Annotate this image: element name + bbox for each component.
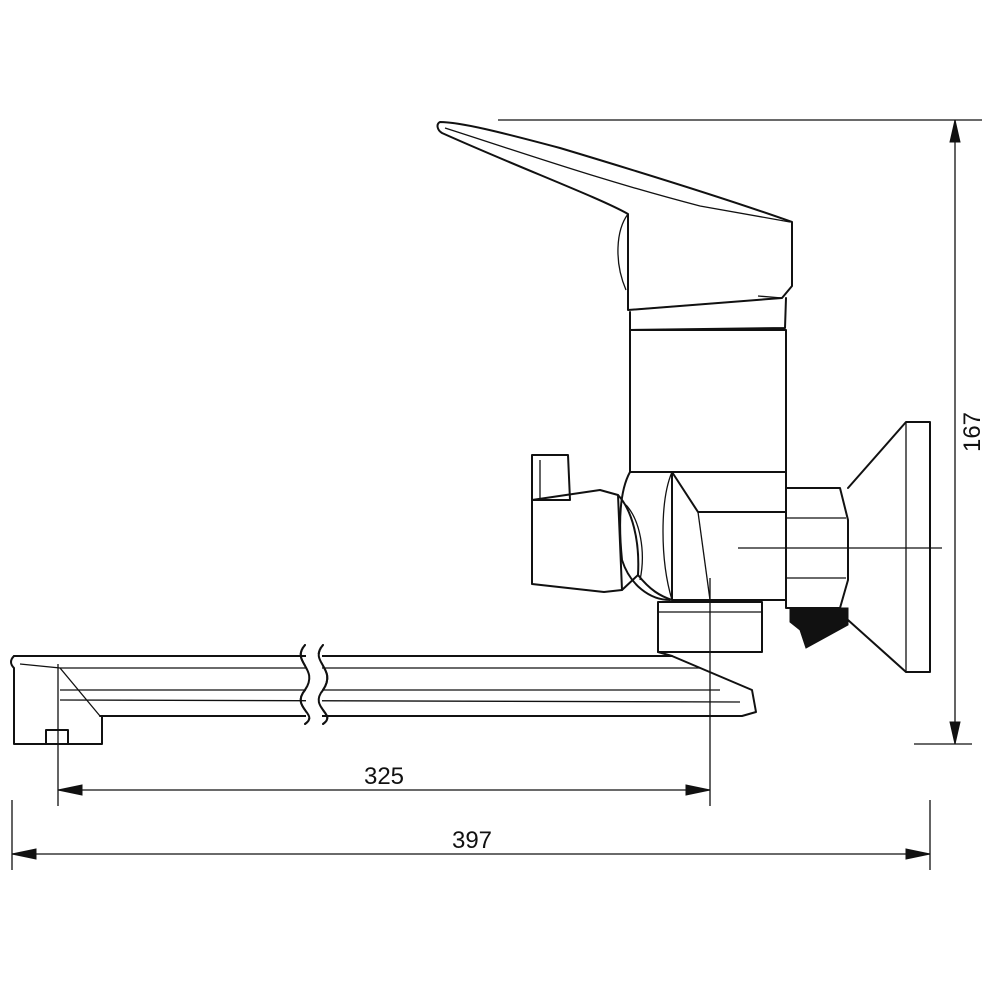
mixer-body [619,297,787,601]
lever-handle [436,121,793,311]
spout-reach-dimension: 325 [57,763,711,796]
spout-reach-label: 325 [364,763,404,790]
center-lines [57,547,942,806]
spout [10,601,763,745]
overall-length-dimension: 397 [11,800,931,870]
overall-length-label: 397 [452,827,492,854]
diverter-knob [531,454,673,601]
height-label: 167 [959,412,986,452]
height-dimension: 167 [498,119,986,745]
wall-connector [785,421,931,673]
